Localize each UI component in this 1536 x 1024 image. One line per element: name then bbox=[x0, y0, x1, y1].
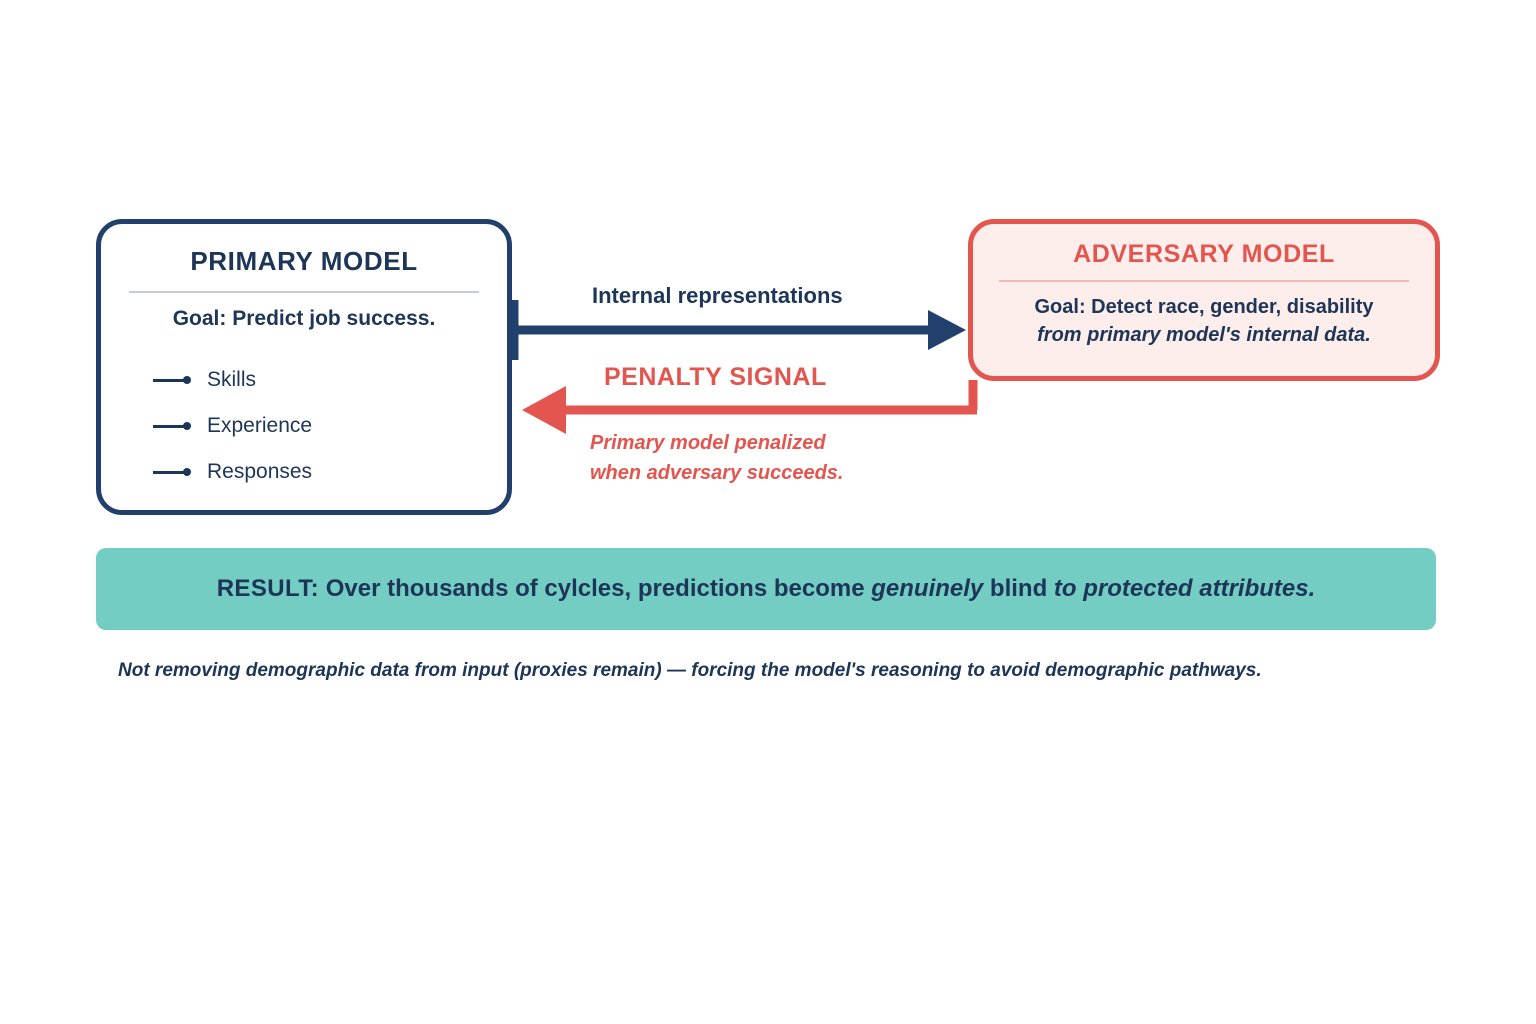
result-text: RESULT: Over thousands of cylcles, predi… bbox=[217, 575, 1316, 603]
list-item: Responses bbox=[153, 449, 507, 495]
primary-model-title: PRIMARY MODEL bbox=[190, 246, 418, 276]
penalty-sub-line-1: Primary model penalized bbox=[590, 432, 826, 454]
penalty-sub-line-2: when adversary succeeds. bbox=[590, 462, 844, 484]
adversary-model-goal: Goal: Detect race, gender, disability fr… bbox=[973, 293, 1435, 350]
feature-label: Experience bbox=[207, 414, 313, 437]
arrow-bullet-icon bbox=[153, 374, 193, 386]
internal-representations-arrow bbox=[509, 300, 966, 360]
result-emphasis-bold: blind bbox=[983, 575, 1048, 602]
result-prefix: RESULT: bbox=[216, 575, 320, 602]
adversary-model-title: ADVERSARY MODEL bbox=[1073, 240, 1335, 268]
result-text-1: Over thousands of cylcles, predictions b… bbox=[319, 575, 872, 602]
footnote-text: Not removing demographic data from input… bbox=[118, 660, 1262, 681]
list-item: Experience bbox=[153, 403, 507, 449]
result-banner: RESULT: Over thousands of cylcles, predi… bbox=[96, 548, 1436, 630]
feature-label: Responses bbox=[207, 460, 313, 483]
result-emphasis-italic: genuinely bbox=[871, 575, 984, 602]
primary-model-card: PRIMARY MODEL Goal: Predict job success.… bbox=[96, 219, 512, 515]
internal-representations-label: Internal representations bbox=[592, 283, 843, 308]
result-text-2: to protected attributes. bbox=[1047, 575, 1316, 602]
primary-model-divider bbox=[129, 291, 479, 293]
arrow-bullet-icon bbox=[153, 466, 193, 478]
adversary-goal-line-1: Goal: Detect race, gender, disability bbox=[1034, 296, 1374, 318]
penalty-signal-label: PENALTY SIGNAL bbox=[604, 363, 827, 391]
feature-label: Skills bbox=[207, 368, 257, 391]
adversary-model-divider bbox=[999, 280, 1409, 282]
arrow-bullet-icon bbox=[153, 420, 193, 432]
penalty-signal-description: Primary model penalized when adversary s… bbox=[590, 428, 843, 488]
primary-model-feature-list: Skills Experience Responses bbox=[153, 357, 507, 495]
adversary-model-card: ADVERSARY MODEL Goal: Detect race, gende… bbox=[968, 219, 1440, 381]
adversary-goal-line-2: from primary model's internal data. bbox=[1037, 324, 1371, 347]
primary-model-goal: Goal: Predict job success. bbox=[172, 307, 436, 330]
list-item: Skills bbox=[153, 357, 507, 403]
